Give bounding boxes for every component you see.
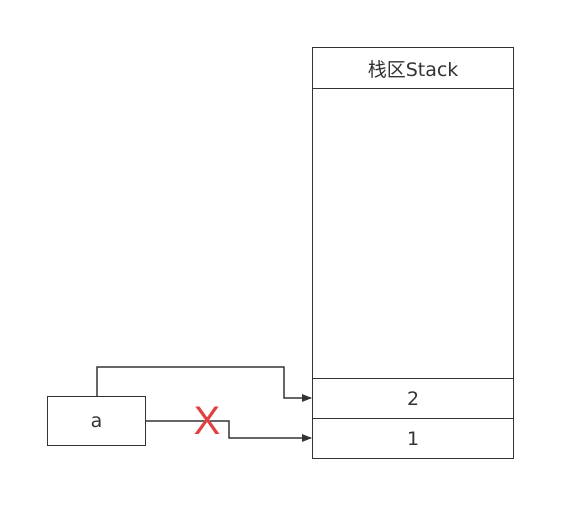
stack-region: 栈区Stack 2 1: [312, 47, 514, 459]
stack-slot-1: 1: [313, 418, 513, 458]
stack-title: 栈区Stack: [313, 48, 513, 89]
broken-link-cross-mark: X: [193, 399, 221, 443]
stack-empty-area: [313, 89, 513, 379]
variable-a-box: a: [47, 396, 146, 446]
arrow-a-to-slot-1: [146, 420, 312, 442]
arrow-a-to-slot-2: [96, 366, 312, 402]
stack-slot-2: 2: [313, 378, 513, 418]
